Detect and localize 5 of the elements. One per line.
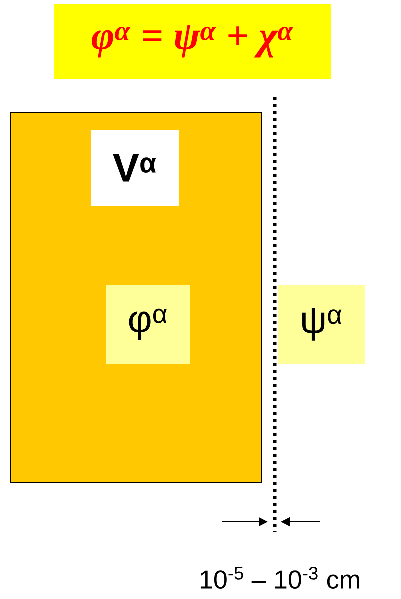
label-box: V$^{α}$: [91, 130, 179, 206]
label-box: φ$^{α}$: [106, 285, 190, 364]
dimension-label: 10$^{-5}$ – 10$^{-3}$ cm: [200, 567, 360, 589]
label-box: ψ$^{α}$: [278, 285, 365, 364]
formula-title: φ$^{α}$ = ψ$^{α}$ + χ$^{α}$: [54, 4, 331, 79]
